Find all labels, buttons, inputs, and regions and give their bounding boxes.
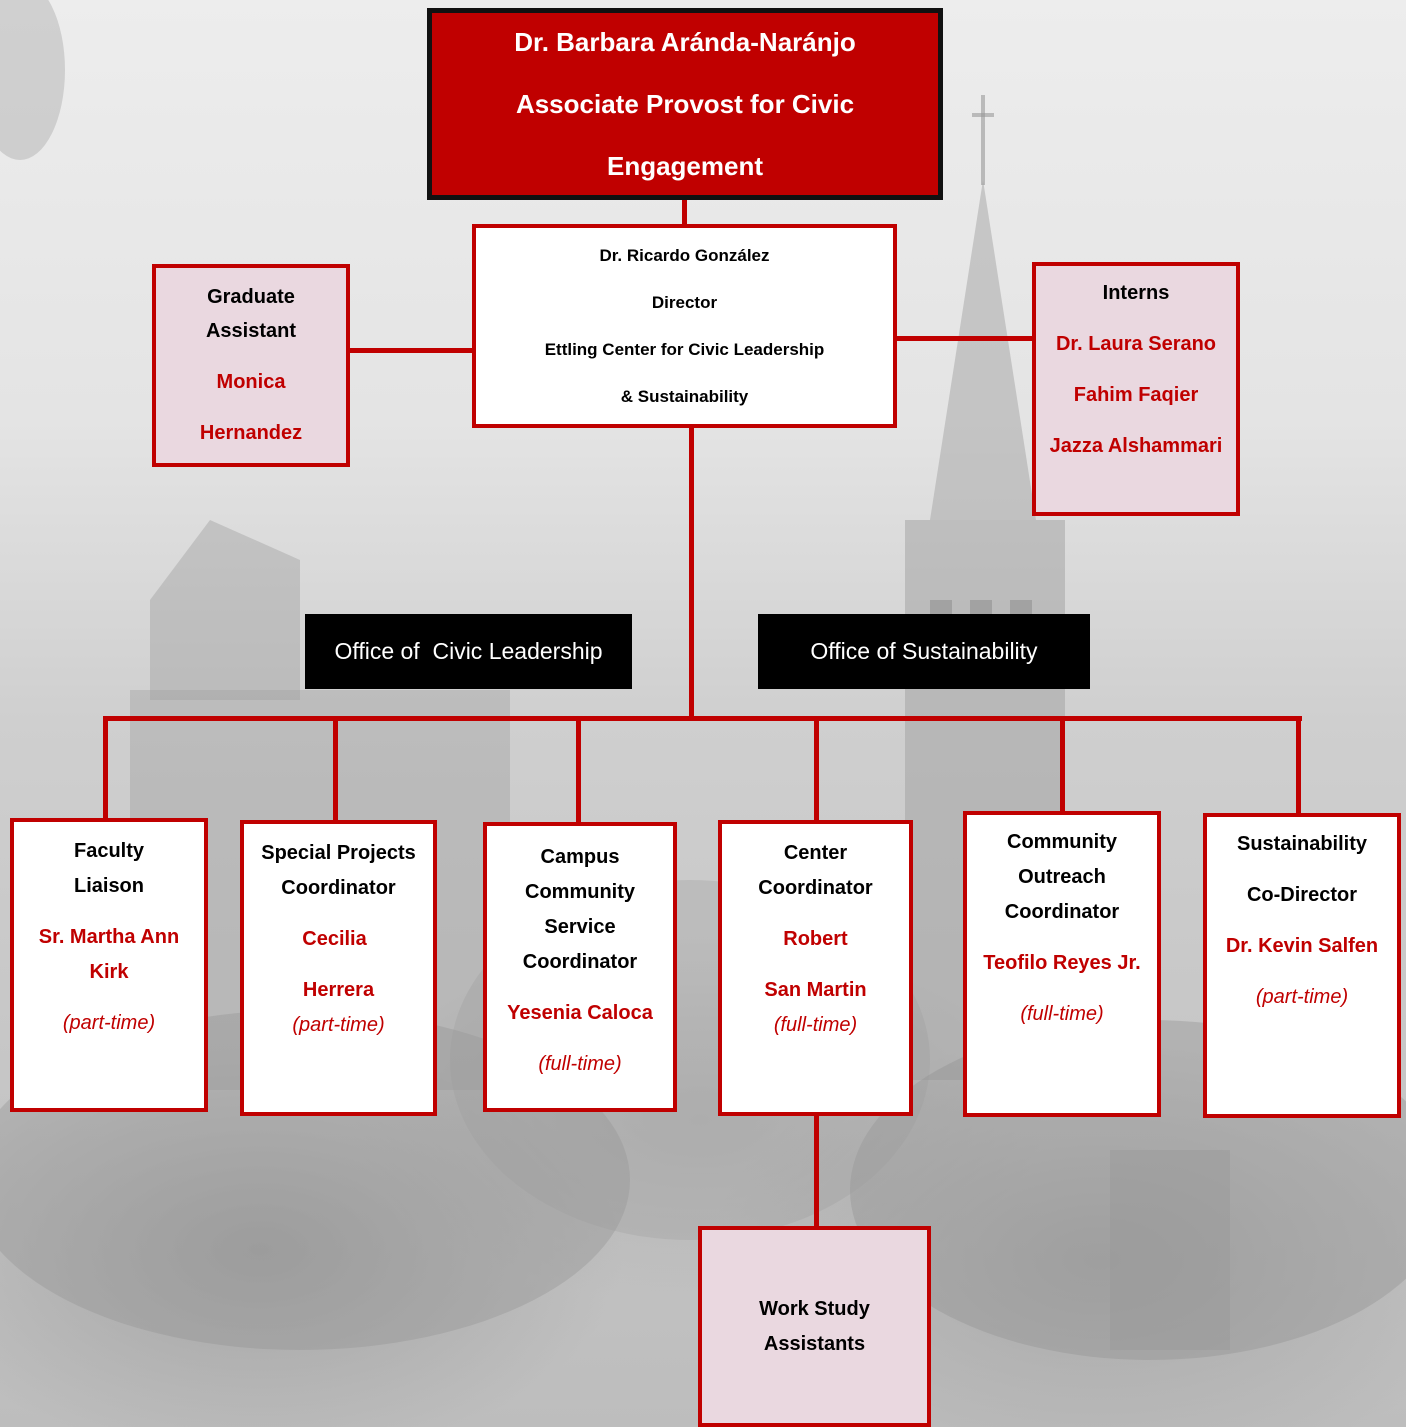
provost-box: Dr. Barbara Aránda-Naránjo Associate Pro… [427,8,943,200]
staff-title: Center [783,842,848,864]
connector-staff-bus [103,716,1302,721]
connector-center-workstudy [814,1113,819,1228]
staff-name: San Martin [764,979,867,1001]
graduate-assistant-box: Graduate Assistant Monica Hernandez [152,264,350,467]
connector-staff-3 [576,716,581,824]
intern-name: Fahim Faqier [1073,384,1199,406]
intern-name: Dr. Laura Serano [1055,333,1217,355]
staff-title: Special Projects [261,842,416,864]
connector-staff-6 [1296,716,1301,816]
office-civic-leadership: Office of Civic Leadership [305,614,632,689]
staff-name: Kirk [89,961,129,983]
work-study-label-line2: Assistants [763,1332,866,1355]
staff-name: Teofilo Reyes Jr. [983,952,1141,974]
staff-box-campus-community-service: Campus Community Service Coordinator Yes… [483,822,677,1112]
work-study-box: Work Study Assistants [698,1226,931,1427]
staff-title: Coordinator [1004,901,1120,923]
staff-title: Community [1007,831,1117,853]
staff-status: (full-time) [773,1014,858,1036]
graduate-assistant-name-line2: Hernandez [199,422,303,444]
staff-title: Coordinator [281,877,396,899]
staff-status: (part-time) [62,1012,156,1034]
connector-staff-4 [814,716,819,822]
connector-provost-director [682,198,687,226]
staff-name: Herrera [302,979,375,1001]
staff-box-faculty-liaison: Faculty Liaison Sr. Martha Ann Kirk (par… [10,818,208,1112]
staff-name: Cecilia [302,928,367,950]
graduate-assistant-label: Graduate [207,286,295,308]
director-role: Director [651,293,718,312]
staff-box-community-outreach: Community Outreach Coordinator Teofilo R… [963,811,1161,1117]
graduate-assistant-label-line2: Assistant [205,320,297,342]
staff-name: Sr. Martha Ann [38,926,180,948]
staff-box-special-projects: Special Projects Coordinator Cecilia Her… [240,820,437,1116]
staff-title: Coordinator [522,951,638,973]
staff-title: Faculty [73,840,145,862]
staff-title: Outreach [1018,866,1106,888]
graduate-assistant-name: Monica [216,371,286,393]
provost-title-line2: Engagement [606,151,764,181]
staff-status: (full-time) [538,1053,622,1075]
staff-name: Yesenia Caloca [507,1002,653,1024]
work-study-label: Work Study [759,1297,870,1320]
staff-title: Service [544,916,616,938]
director-name: Dr. Ricardo González [599,246,770,265]
provost-title: Associate Provost for Civic [515,89,855,119]
staff-status: (part-time) [292,1014,385,1036]
staff-title: Sustainability [1236,833,1368,855]
staff-status: (part-time) [1255,986,1349,1008]
staff-name: Dr. Kevin Salfen [1225,935,1379,957]
staff-title: Community [525,881,635,903]
staff-box-center-coordinator: Center Coordinator Robert San Martin (fu… [718,820,913,1116]
connector-graduate-assistant [347,348,475,353]
staff-status: (full-time) [1020,1003,1104,1025]
staff-title: Liaison [73,875,144,897]
interns-box: Interns Dr. Laura Serano Fahim Faqier Ja… [1032,262,1240,516]
staff-name: Robert [783,928,848,950]
connector-director-trunk [689,425,694,720]
connector-staff-1 [103,716,108,820]
connector-interns [895,336,1035,341]
director-box: Dr. Ricardo González Director Ettling Ce… [472,224,897,428]
connector-staff-2 [333,716,338,822]
director-org: Ettling Center for Civic Leadership [544,340,825,359]
staff-box-sustainability-co-director: Sustainability Co-Director Dr. Kevin Sal… [1203,813,1401,1118]
office-sustainability: Office of Sustainability [758,614,1090,689]
staff-title: Coordinator [758,877,873,899]
staff-title: Co-Director [1246,884,1357,906]
provost-name: Dr. Barbara Aránda-Naránjo [514,27,856,57]
connector-staff-5 [1060,716,1065,814]
staff-title: Campus [540,846,620,868]
director-org-line2: & Sustainability [620,387,749,406]
intern-name: Jazza Alshammari [1049,435,1223,457]
interns-label: Interns [1102,282,1170,304]
